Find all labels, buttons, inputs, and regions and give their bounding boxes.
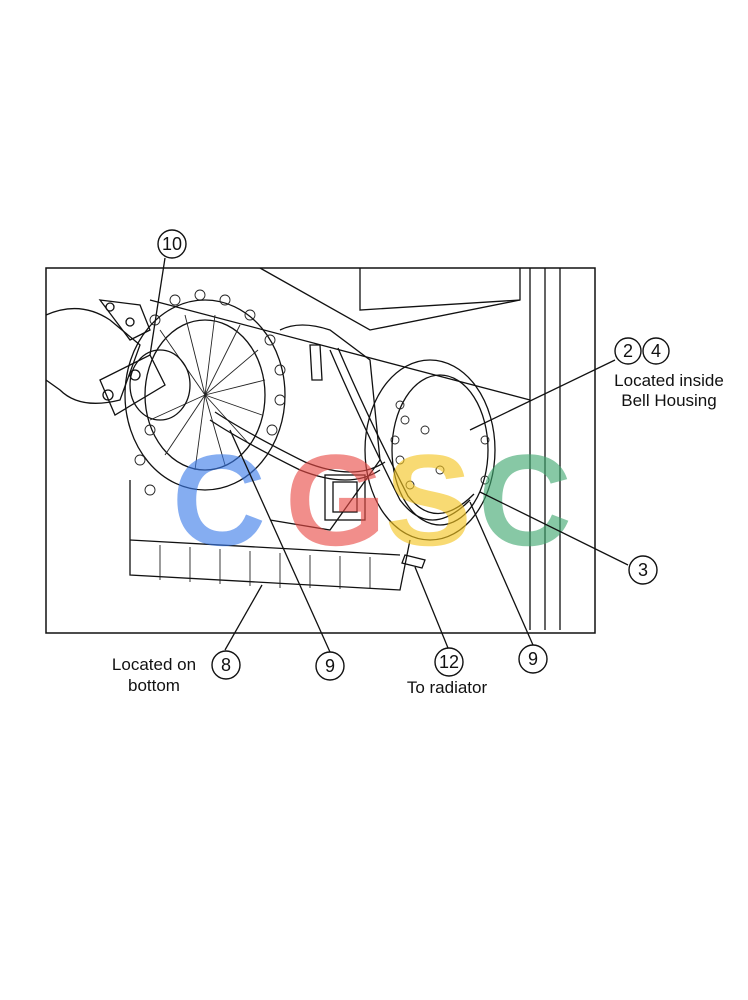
bell-housing-label-line1: Located inside xyxy=(614,371,724,390)
watermark-letter-2: G xyxy=(285,427,386,573)
callout-10: 10 xyxy=(157,229,187,259)
callout-2: 2 xyxy=(614,337,642,365)
callout-3-number: 3 xyxy=(638,560,648,580)
watermark: C G S C xyxy=(172,427,572,573)
callout-12: 12 xyxy=(434,647,464,677)
bell-housing-label-line2: Bell Housing xyxy=(621,391,716,410)
diagram-frame xyxy=(45,267,596,634)
callout-4-number: 4 xyxy=(651,341,661,361)
radiator-label: To radiator xyxy=(407,678,488,697)
callout-3: 3 xyxy=(628,555,658,585)
callout-4: 4 xyxy=(642,337,670,365)
bottom-label-line2: bottom xyxy=(128,676,180,695)
bottom-label-line1: Located on xyxy=(112,655,196,674)
callout-9-right-number: 9 xyxy=(528,649,538,669)
watermark-letter-1: C xyxy=(172,427,266,573)
transmission-illustration xyxy=(45,267,561,630)
watermark-letter-4: C xyxy=(478,427,572,573)
callout-2-number: 2 xyxy=(623,341,633,361)
callout-12-number: 12 xyxy=(439,652,459,672)
callout-9-left: 9 xyxy=(315,651,345,681)
watermark-letter-3: S xyxy=(385,427,472,573)
callout-8: 8 xyxy=(211,650,241,680)
callout-9-right: 9 xyxy=(518,644,548,674)
callout-9-left-number: 9 xyxy=(325,656,335,676)
callout-10-number: 10 xyxy=(162,234,182,254)
leader-lines xyxy=(149,257,629,653)
callout-8-number: 8 xyxy=(221,655,231,675)
